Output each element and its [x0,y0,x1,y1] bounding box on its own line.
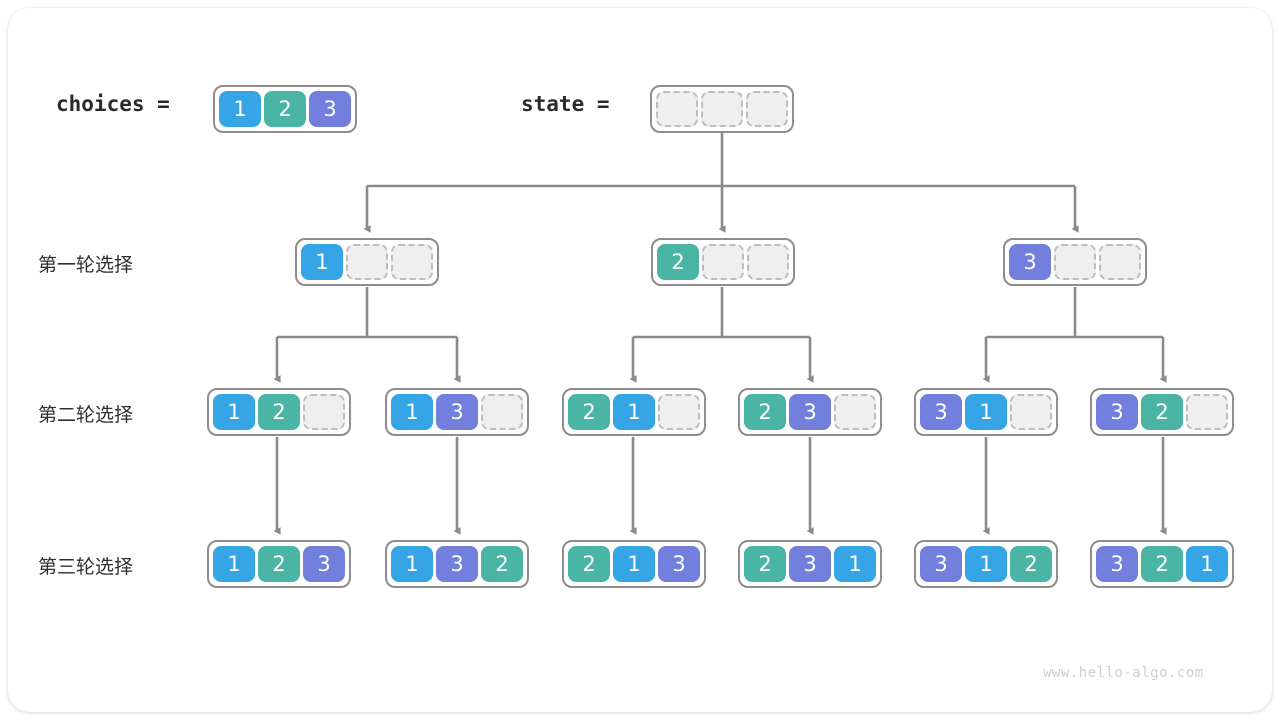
array-cell-empty [656,91,698,127]
tree-node-r1-n3: 3 [1003,238,1147,286]
array-cell-filled: 2 [568,394,610,430]
array-cell-filled: 2 [744,394,786,430]
array-cell-filled: 3 [658,546,700,582]
array-cell-filled: 1 [613,546,655,582]
array-cell-filled: 1 [301,244,343,280]
array-cell-empty [701,91,743,127]
array-cell-filled: 2 [657,244,699,280]
array-cell-filled: 2 [1010,546,1052,582]
array-cell-filled: 3 [920,546,962,582]
array-cell-filled: 3 [303,546,345,582]
array-cell-filled: 1 [213,394,255,430]
array-cell-filled: 1 [965,546,1007,582]
array-cell-empty [834,394,876,430]
array-cell-filled: 1 [213,546,255,582]
array-cell-empty [346,244,388,280]
array-cell-empty [746,91,788,127]
watermark: www.hello-algo.com [1043,665,1204,681]
choices-label: choices = [56,92,170,116]
array-cell-filled: 3 [436,394,478,430]
tree-node-r1-n2: 2 [651,238,795,286]
array-cell-empty [1099,244,1141,280]
array-cell-filled: 2 [264,91,306,127]
array-cell-filled: 2 [744,546,786,582]
array-cell-filled: 3 [436,546,478,582]
array-cell-empty [658,394,700,430]
array-cell-empty [702,244,744,280]
array-cell-filled: 1 [965,394,1007,430]
array-cell-filled: 1 [613,394,655,430]
array-cell-filled: 3 [1009,244,1051,280]
array-cell-filled: 1 [834,546,876,582]
array-cell-filled: 3 [309,91,351,127]
array-cell-empty [481,394,523,430]
array-cell-filled: 2 [481,546,523,582]
tree-node-r1-n1: 1 [295,238,439,286]
array-cell-filled: 1 [219,91,261,127]
array-cell-filled: 2 [258,394,300,430]
array-cell-filled: 3 [789,546,831,582]
array-cell-filled: 1 [1186,546,1228,582]
array-cell-empty [747,244,789,280]
array-cell-filled: 1 [391,546,433,582]
array-cell-empty [1010,394,1052,430]
row-label-3: 第三轮选择 [38,556,134,578]
array-cell-filled: 3 [920,394,962,430]
state-label: state = [521,92,610,116]
array-cell-empty [1186,394,1228,430]
array-cell-filled: 2 [258,546,300,582]
array-cell-filled: 2 [1141,394,1183,430]
array-cell-filled: 2 [1141,546,1183,582]
array-cell-empty [303,394,345,430]
row-label-1: 第一轮选择 [38,254,134,276]
array-cell-empty [1054,244,1096,280]
array-cell-filled: 3 [1096,546,1138,582]
array-cell-filled: 3 [1096,394,1138,430]
row-label-2: 第二轮选择 [38,404,134,426]
array-cell-filled: 3 [789,394,831,430]
array-cell-filled: 1 [391,394,433,430]
state-array [650,85,794,133]
array-cell-empty [391,244,433,280]
array-cell-filled: 2 [568,546,610,582]
